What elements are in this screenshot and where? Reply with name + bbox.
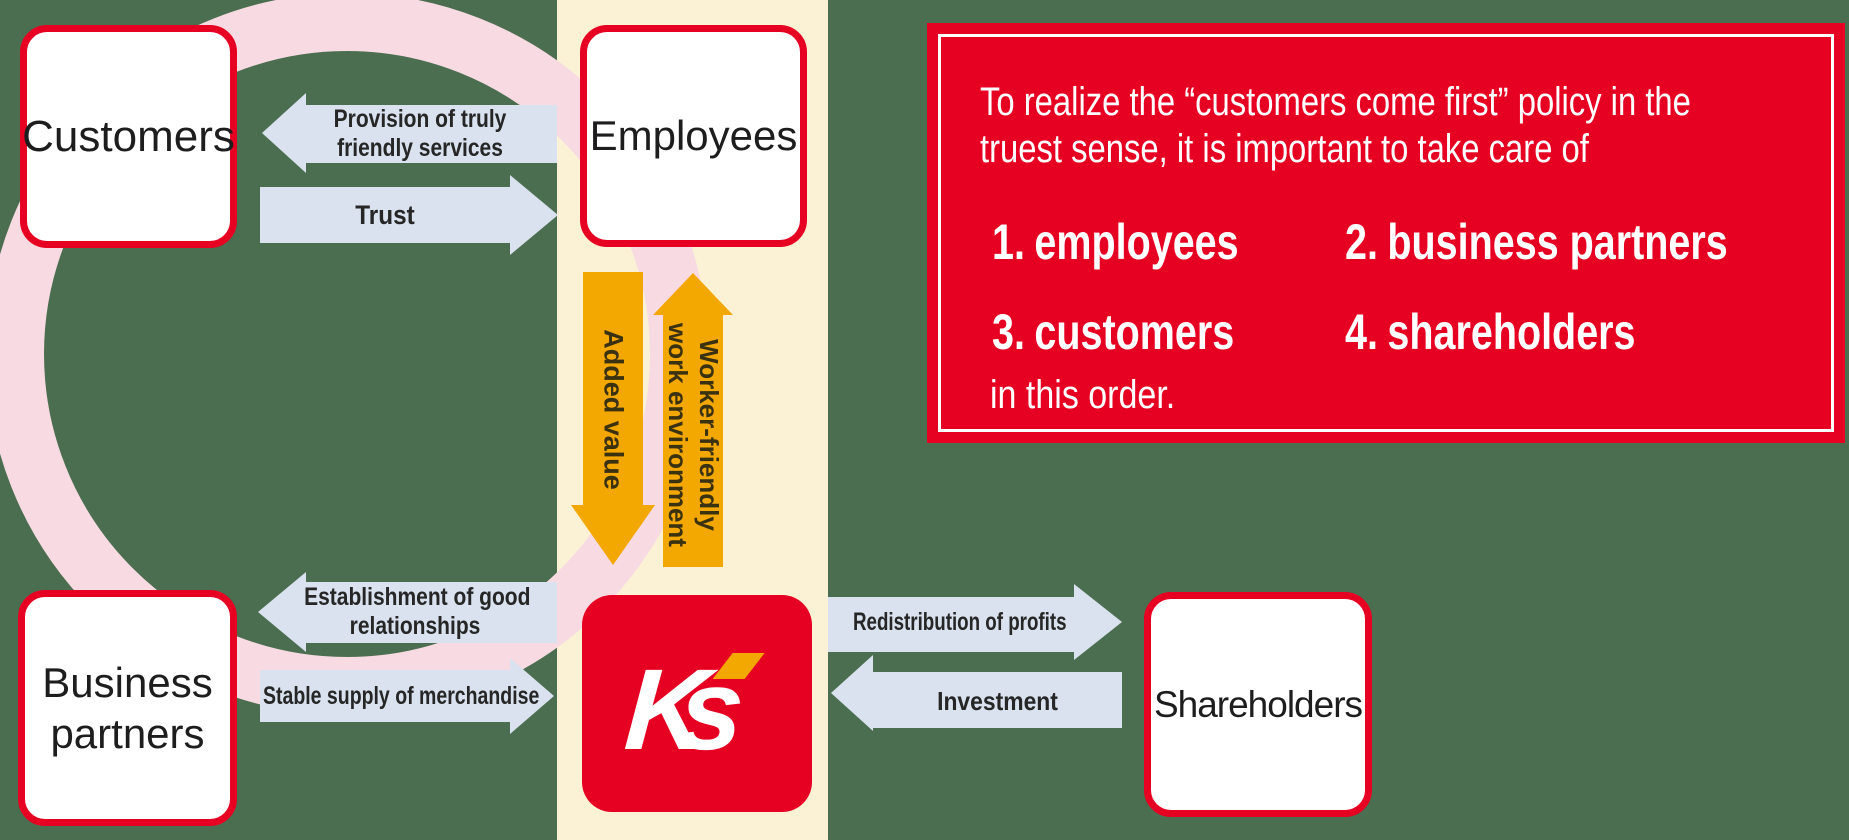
arrow-worker-env-label-line2: work environment [663, 323, 693, 547]
priority-item-business-partners: 2.business partners [1345, 213, 1728, 271]
node-shareholders: Shareholders [1144, 592, 1372, 817]
arrow-added-value-label: Added value [598, 329, 629, 490]
arrow-provision-body [306, 105, 557, 163]
priority-item-customers: 3.customers [992, 303, 1234, 361]
arrow-redistribution-right-head-icon [1074, 584, 1122, 660]
node-customers-label: Customers [22, 111, 235, 161]
node-shareholders-label: Shareholders [1153, 683, 1363, 725]
node-employees-label: Employees [589, 112, 798, 160]
priority-item-3-label: customers [1034, 304, 1235, 360]
priority-item-1-label: employees [1034, 214, 1239, 270]
arrow-added-value-down-head-icon [571, 505, 655, 565]
priority-item-2-label: business partners [1387, 214, 1728, 270]
arrow-worker-env-label-line1: Worker-friendly [694, 339, 724, 531]
arrow-provision-label: Provision of truly friendly services [305, 105, 535, 163]
policy-intro-line2: truest sense, it is important to take ca… [980, 127, 1589, 171]
arrow-stable-supply-body [260, 670, 510, 722]
priority-item-1-number: 1. [992, 214, 1025, 270]
arrow-investment-left-head-icon [831, 655, 873, 731]
priority-item-employees: 1.employees [992, 213, 1239, 271]
policy-intro-line1: To realize the “customers come first” po… [980, 80, 1691, 124]
arrow-establishment-left-head-icon [258, 572, 306, 652]
arrow-provision-left-head-icon [262, 93, 306, 173]
ks-logo-letter-s: s [675, 646, 748, 774]
priority-item-3-number: 3. [992, 304, 1025, 360]
arrow-redistribution-body [828, 597, 1074, 652]
priority-item-2-number: 2. [1345, 214, 1378, 270]
priority-item-shareholders: 4.shareholders [1345, 303, 1635, 361]
policy-intro: To realize the “customers come first” po… [980, 79, 1691, 173]
node-business-partners: Business partners [18, 590, 237, 826]
ks-denki-logo-icon: K s [574, 595, 819, 812]
arrow-investment-label: Investment [937, 686, 1058, 716]
priority-item-4-number: 4. [1345, 304, 1378, 360]
node-customers: Customers [20, 25, 237, 248]
arrow-stable-supply-right-head-icon [510, 658, 554, 734]
node-employees: Employees [580, 25, 807, 247]
policy-outro: in this order. [990, 373, 1176, 417]
arrow-stable-supply-label: Stable supply of merchandise [263, 682, 540, 710]
arrow-provision-label-line2: friendly services [337, 134, 503, 162]
arrow-establishment-body [306, 582, 557, 643]
node-business-partners-label: Business partners [42, 658, 213, 757]
arrow-trust-body [260, 187, 510, 243]
node-company-ks: K s [582, 595, 812, 812]
arrow-investment-body [873, 672, 1122, 728]
arrow-trust-right-head-icon [510, 175, 558, 255]
arrow-establishment-label-line1: Establishment of good [304, 583, 531, 611]
arrow-redistribution-label: Redistribution of profits [853, 608, 1067, 636]
priority-item-4-label: shareholders [1387, 304, 1636, 360]
arrow-worker-env-label: Worker-friendly work environment [662, 305, 724, 565]
arrow-establishment-label-line2: relationships [349, 612, 481, 640]
arrow-trust-label: Trust [355, 200, 415, 230]
arrow-worker-env-up-head-icon [653, 273, 733, 315]
arrow-added-value-shaft [583, 272, 643, 505]
arrow-worker-env-shaft [663, 315, 723, 567]
arrow-provision-label-line1: Provision of truly [333, 105, 507, 133]
policy-note-box: To realize the “customers come first” po… [927, 23, 1845, 443]
arrow-establishment-label: Establishment of good relationships [304, 583, 531, 641]
